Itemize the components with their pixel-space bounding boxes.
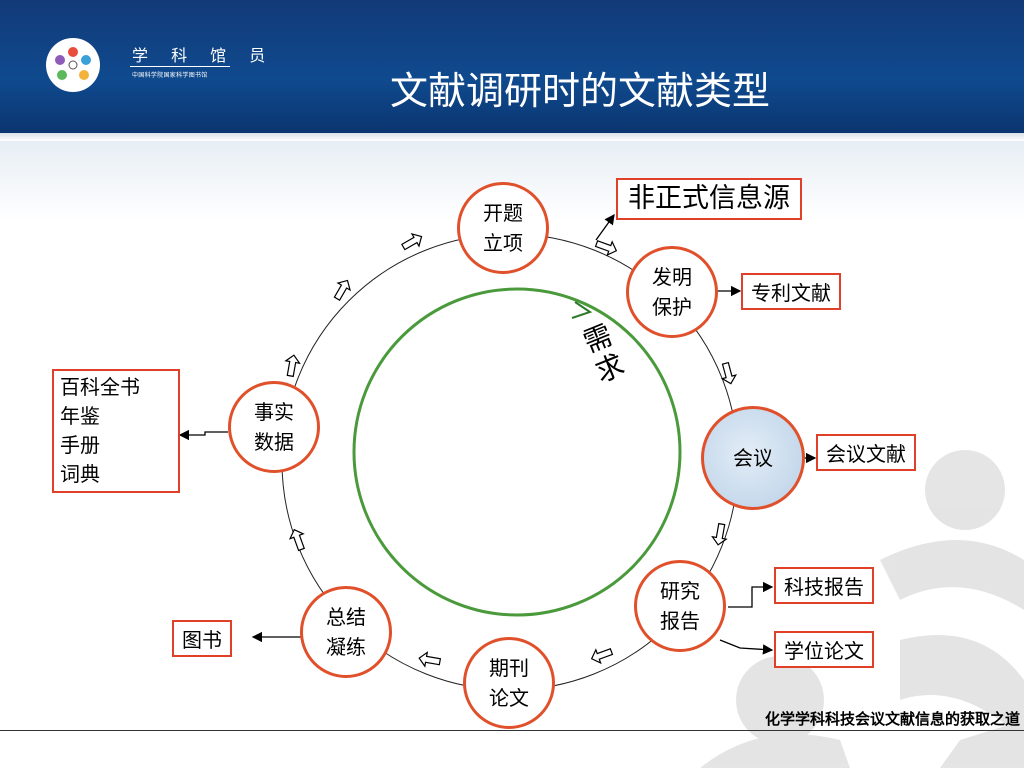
header-stripe xyxy=(0,133,1024,141)
node-facts: 事实数据 xyxy=(228,381,320,473)
cycle-arrow-icon xyxy=(284,354,301,378)
node-research-line2: 报告 xyxy=(660,609,700,633)
node-research-line1: 研究 xyxy=(660,579,700,603)
connector-reference xyxy=(178,429,228,441)
box-conference: 会议文献 xyxy=(816,434,916,471)
logo-subtitle: 中国科学院国家科学图书馆 xyxy=(132,72,208,79)
node-research: 研究报告 xyxy=(634,560,726,652)
box-thesis: 学位论文 xyxy=(774,631,874,668)
box-tech-report: 科技报告 xyxy=(774,567,874,604)
node-journal-line2: 论文 xyxy=(489,686,529,710)
node-facts-line1: 事实 xyxy=(254,400,294,424)
reference-item: 年鉴 xyxy=(60,404,100,428)
box-patent: 专利文献 xyxy=(741,273,841,310)
cycle-arrow-icon xyxy=(401,232,423,251)
cycle-arrow-icon xyxy=(418,651,442,668)
node-proposal: 开题立项 xyxy=(457,182,549,274)
connector-informal xyxy=(595,213,615,241)
reference-item: 百科全书 xyxy=(60,375,140,399)
cycle-arrow-icon xyxy=(333,279,352,301)
cycle-arrow-icon xyxy=(594,239,618,257)
logo-name: 学 科 馆 员 xyxy=(132,46,275,65)
node-facts-line2: 数据 xyxy=(254,430,294,454)
node-summary-line1: 总结 xyxy=(326,605,366,629)
footer-divider xyxy=(0,730,1024,731)
cycle-arrow-icon xyxy=(720,361,738,385)
logo-icon xyxy=(55,47,91,80)
box-book: 图书 xyxy=(172,620,232,657)
box-informal-source: 非正式信息源 xyxy=(616,178,802,220)
footer-caption: 化学学科科技会议文献信息的获取之道 xyxy=(764,710,1020,728)
connector-thesis xyxy=(719,639,774,655)
node-journal: 期刊论文 xyxy=(463,637,555,729)
cycle-arrow-icon xyxy=(711,522,728,546)
node-invention-line2: 保护 xyxy=(652,295,692,319)
node-journal-line1: 期刊 xyxy=(489,656,529,680)
node-summary: 总结凝练 xyxy=(300,586,392,678)
node-meeting-label: 会议 xyxy=(733,446,773,470)
slide-title: 文献调研时的文献类型 xyxy=(389,69,770,113)
cycle-arrow-icon xyxy=(590,647,614,665)
node-invention: 发明保护 xyxy=(626,246,718,338)
library-logo xyxy=(46,38,100,92)
connector-tech-report xyxy=(728,581,774,608)
reference-item: 词典 xyxy=(60,462,100,486)
node-meeting: 会议 xyxy=(701,406,805,510)
demand-ring xyxy=(352,287,682,617)
box-reference: 百科全书 年鉴 手册 词典 xyxy=(52,369,180,493)
node-summary-line2: 凝练 xyxy=(326,635,366,659)
cycle-arrow-icon xyxy=(288,528,306,552)
logo-divider xyxy=(130,66,230,67)
node-proposal-line2: 立项 xyxy=(483,231,523,255)
node-invention-line1: 发明 xyxy=(652,265,692,289)
demand-ring-arrow-icon xyxy=(571,301,593,319)
node-proposal-line1: 开题 xyxy=(483,201,523,225)
reference-item: 手册 xyxy=(60,433,100,457)
